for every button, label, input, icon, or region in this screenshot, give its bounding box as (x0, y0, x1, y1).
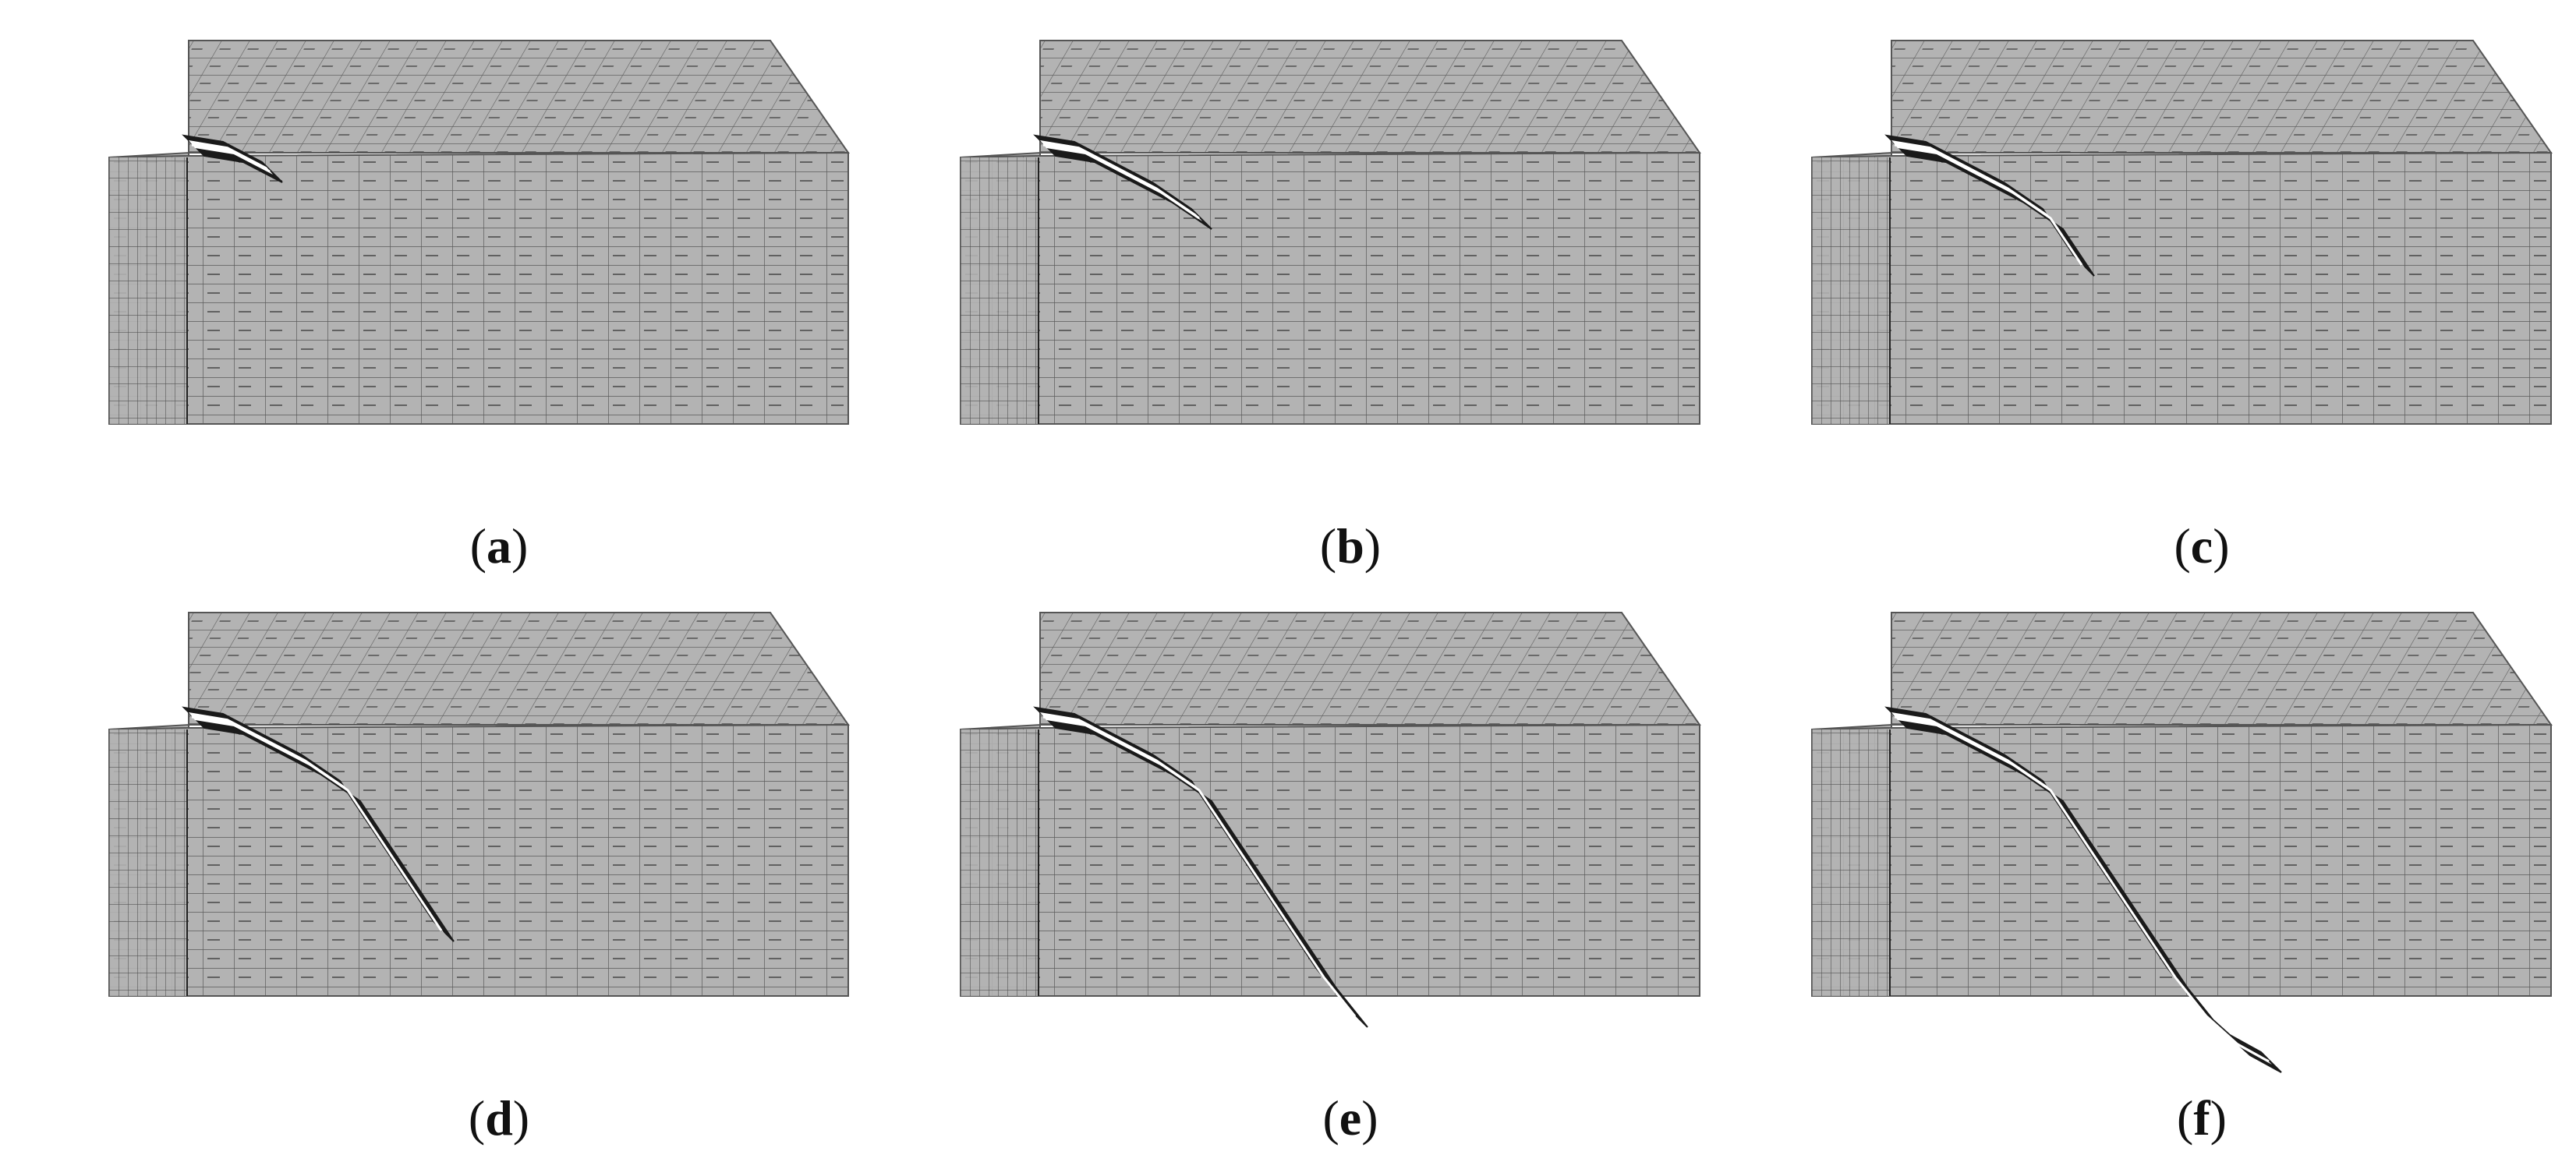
caption-b: (b) (1320, 518, 1381, 574)
caption-close-paren: ) (1361, 1090, 1378, 1146)
caption-c: (c) (2174, 518, 2229, 574)
mesh-refined-zone (109, 157, 187, 424)
caption-open-paren: ( (470, 518, 487, 574)
panel-d (108, 612, 850, 997)
crack-opening (1040, 140, 1202, 221)
caption-close-paren: ) (1364, 518, 1381, 574)
mesh-front-face (108, 723, 849, 997)
caption-letter: f (2193, 1090, 2210, 1146)
mesh-front-face (960, 151, 1700, 425)
crack-path (1042, 143, 1200, 220)
mesh-top-face (1891, 40, 2553, 154)
panel-f (1811, 612, 2553, 1073)
panel-b (960, 40, 1701, 425)
caption-open-paren: ( (2177, 1090, 2193, 1146)
caption-letter: e (1339, 1090, 1361, 1146)
caption-d: (d) (469, 1090, 529, 1146)
mesh-refined-zone (109, 729, 187, 996)
crack-path (191, 715, 443, 931)
mesh-refined-zone (961, 729, 1039, 996)
damaged-element-band (1033, 706, 1368, 1028)
caption-letter: b (1336, 518, 1364, 574)
caption-close-paren: ) (511, 518, 528, 574)
damaged-element-band (1884, 706, 2282, 1073)
mesh-top-face (1039, 612, 1701, 726)
caption-f: (f) (2177, 1090, 2227, 1146)
caption-open-paren: ( (2174, 518, 2190, 574)
caption-close-paren: ) (2213, 518, 2229, 574)
caption-open-paren: ( (1322, 1090, 1339, 1146)
caption-letter: a (487, 518, 511, 574)
mesh-top-face (1891, 612, 2553, 726)
mesh-refined-zone (961, 157, 1039, 424)
caption-close-paren: ) (513, 1090, 529, 1146)
mesh-front-face (1811, 723, 2552, 997)
caption-letter: c (2191, 518, 2213, 574)
panel-c (1811, 40, 2553, 425)
panel-e (960, 612, 1701, 1028)
mesh-refined-zone (1812, 729, 1890, 996)
mesh-top-face (1039, 40, 1701, 154)
caption-a: (a) (470, 518, 529, 574)
damaged-element-band (1033, 134, 1212, 230)
damaged-element-band (182, 706, 455, 942)
mesh-top-face (188, 612, 850, 726)
caption-open-paren: ( (469, 1090, 485, 1146)
mesh-front-face (108, 151, 849, 425)
crack-path (1894, 143, 2083, 266)
mesh-top-face (188, 40, 850, 154)
crack-path (191, 143, 271, 173)
caption-letter: d (485, 1090, 513, 1146)
mesh-refined-zone (1812, 157, 1890, 424)
crack-path (1042, 715, 1357, 1017)
panel-a (108, 40, 850, 425)
caption-e: (e) (1322, 1090, 1378, 1146)
crack-path (1894, 715, 2270, 1063)
mesh-front-face (960, 723, 1700, 997)
caption-close-paren: ) (2210, 1090, 2227, 1146)
caption-open-paren: ( (1320, 518, 1336, 574)
mesh-front-face (1811, 151, 2552, 425)
